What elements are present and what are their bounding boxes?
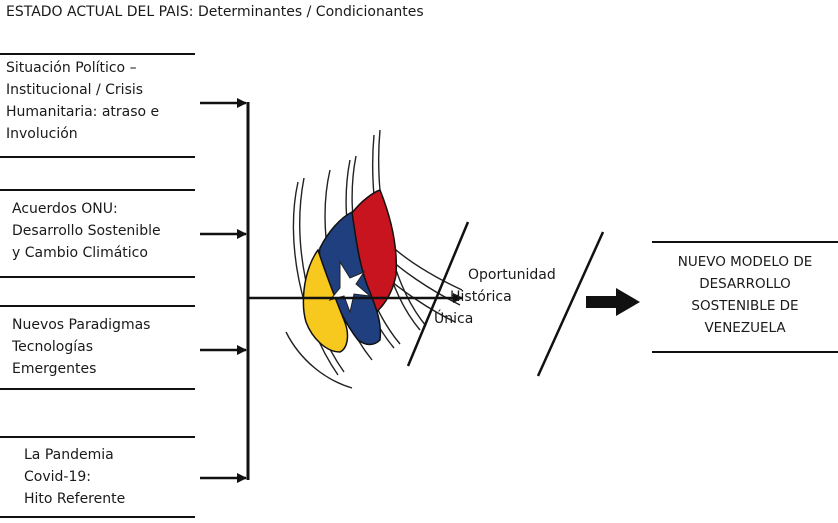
opportunity-line: Única [434, 311, 474, 327]
factor-onu-agreements: Acuerdos ONU: Desarrollo Sostenible y Ca… [0, 189, 195, 279]
result-arrow [586, 288, 640, 316]
factor-line: Desarrollo Sostenible [12, 223, 161, 239]
factor-top-rule [0, 53, 195, 55]
result-top-rule [652, 241, 838, 243]
factor-line: Humanitaria: atraso e [6, 104, 160, 120]
opportunity-label: Oportunidad Histórica Única [434, 264, 556, 330]
result-line: VENEZUELA [704, 320, 786, 336]
factor-line: y Cambio Climático [12, 245, 148, 261]
opportunity-line: Oportunidad [468, 267, 556, 283]
factor-top-rule [0, 189, 195, 191]
opportunity-slash-left [406, 221, 470, 367]
factor-line: Acuerdos ONU: [12, 201, 118, 217]
factor-line: Covid-19: [24, 469, 91, 485]
factor-bottom-rule [0, 276, 195, 278]
factor-text: Nuevos Paradigmas Tecnologías Emergentes [12, 314, 150, 380]
factor-political-crisis: Situación Político – Institucional / Cri… [0, 53, 195, 163]
factor-text: La Pandemia Covid-19: Hito Referente [24, 444, 125, 510]
result-box: NUEVO MODELO DE DESARROLLO SOSTENIBLE DE… [652, 241, 838, 355]
diagram-title: ESTADO ACTUAL DEL PAIS: Determinantes / … [6, 4, 424, 20]
opportunity-line: Histórica [450, 289, 512, 305]
factor-bottom-rule [0, 516, 195, 518]
opportunity-slash-right [536, 231, 605, 377]
factor-line: Institucional / Crisis [6, 82, 144, 98]
factor-line: Tecnologías [12, 339, 94, 355]
factor-line: Nuevos Paradigmas [12, 317, 151, 333]
factor-pandemic: La Pandemia Covid-19: Hito Referente [0, 436, 195, 523]
factor-new-paradigms: Nuevos Paradigmas Tecnologías Emergentes [0, 305, 195, 395]
flag-flame-emblem [285, 129, 463, 389]
factor-bottom-rule [0, 388, 195, 390]
factor-text: Acuerdos ONU: Desarrollo Sostenible y Ca… [12, 198, 161, 264]
result-line: SOSTENIBLE DE [691, 298, 799, 314]
result-line: DESARROLLO [699, 276, 791, 292]
factor-top-rule [0, 305, 195, 307]
factor-bottom-rule [0, 156, 195, 158]
factor-line: Involución [6, 126, 78, 142]
result-line: NUEVO MODELO DE [677, 254, 813, 270]
factor-text: Situación Político – Institucional / Cri… [6, 57, 159, 145]
factor-line: Situación Político – [6, 60, 137, 76]
result-bottom-rule [652, 351, 838, 353]
factor-line: La Pandemia [24, 447, 114, 463]
factor-top-rule [0, 436, 195, 438]
result-text: NUEVO MODELO DE DESARROLLO SOSTENIBLE DE… [652, 251, 838, 339]
factor-line: Hito Referente [24, 491, 126, 507]
factor-line: Emergentes [12, 361, 97, 377]
